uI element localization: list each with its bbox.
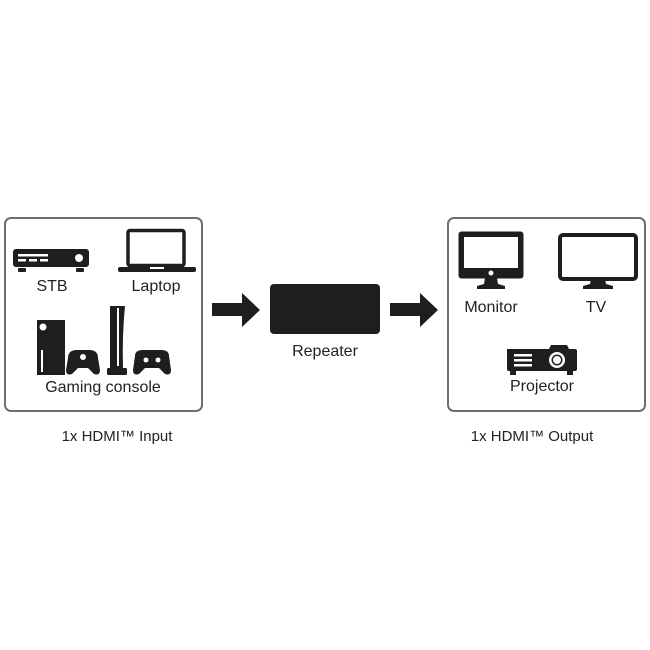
device-label-projector: Projector	[509, 378, 575, 395]
arrow-right-icon	[390, 293, 438, 327]
monitor-icon	[458, 231, 524, 289]
input-caption: 1x HDMI™ Input	[61, 428, 173, 445]
arrow-right-icon	[212, 293, 260, 327]
device-label-stb: STB	[36, 278, 68, 295]
projector-icon	[507, 345, 577, 375]
device-label-gaming-console: Gaming console	[45, 379, 161, 396]
tv-icon	[558, 233, 638, 289]
output-devices-box	[447, 217, 646, 412]
device-label-monitor: Monitor	[464, 299, 518, 316]
gaming-console-icon	[37, 306, 171, 375]
set-top-box-icon	[13, 249, 89, 272]
repeater-label: Repeater	[292, 343, 358, 360]
output-caption: 1x HDMI™ Output	[470, 428, 594, 445]
device-label-laptop: Laptop	[131, 278, 181, 295]
repeater-device	[270, 284, 380, 334]
device-label-tv: TV	[585, 299, 607, 316]
laptop-icon	[118, 228, 196, 272]
